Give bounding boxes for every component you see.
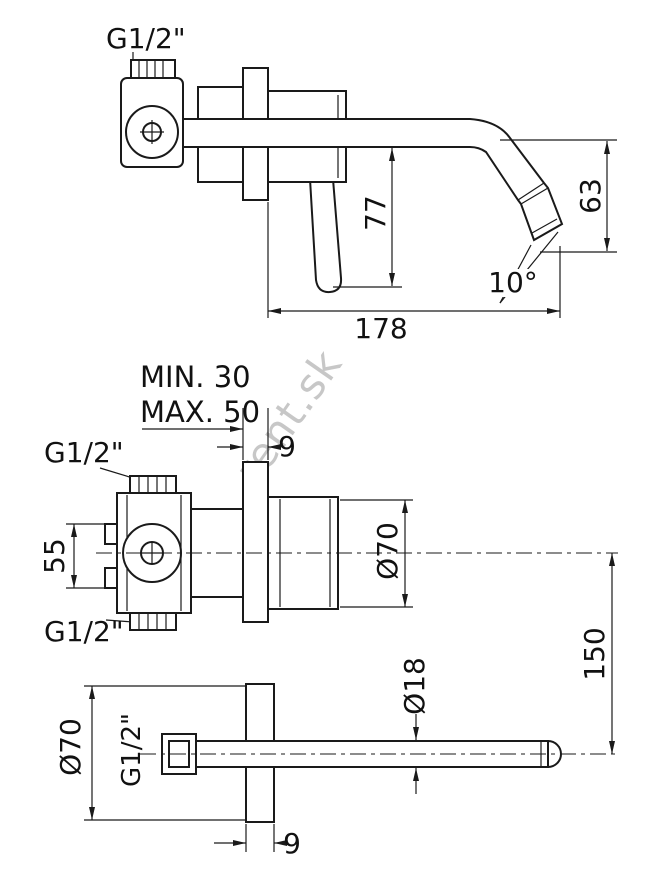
- dim-178-label: 178: [354, 312, 407, 345]
- dim-70-spout: Ø70: [54, 685, 246, 821]
- dim-70-spout-label: Ø70: [54, 718, 87, 776]
- valve-bottom-thread-label: G1/2": [44, 615, 124, 648]
- valve-ear-bottom: [104, 567, 118, 589]
- inlet-centermark: [140, 120, 164, 144]
- aerator-joint-lines: [517, 182, 558, 234]
- dim-150: 150: [578, 553, 615, 754]
- inlet-thread-label: G1/2": [106, 22, 186, 55]
- dim-63: 63: [500, 139, 617, 253]
- dim-9-spout-label: 9: [283, 827, 301, 860]
- thread-hatch-top: [138, 61, 164, 77]
- dim-55-label: 55: [38, 538, 71, 574]
- spout-thread-bore: [168, 740, 190, 768]
- dim-77-label: 77: [359, 195, 392, 231]
- dim-70-valve-label: Ø70: [371, 522, 404, 580]
- min-depth-label: MIN. 30: [140, 360, 251, 394]
- dim-18: Ø18: [398, 657, 431, 794]
- bottom-thread-leader: [105, 619, 134, 623]
- valve-view: 9 Ø70 55 150 G1/2" G1/2": [38, 408, 618, 754]
- inlet-thread-stub: [130, 59, 176, 79]
- dim-77: 77: [333, 148, 402, 288]
- dim-70-valve: Ø70: [340, 499, 413, 608]
- dim-18-label: Ø18: [398, 657, 431, 715]
- dim-9-spout: 9: [214, 824, 301, 860]
- dim-150-label: 150: [578, 627, 611, 680]
- spout-thread-label: G1/2": [117, 713, 147, 787]
- dim-178: 178: [267, 202, 561, 345]
- install-depth-note: MIN. 30 MAX. 50: [140, 360, 260, 432]
- max-depth-label: MAX. 50: [140, 395, 260, 429]
- valve-top-fitting: [129, 475, 177, 494]
- spout-tube: [167, 118, 564, 242]
- dim-9-valve: 9: [217, 408, 296, 463]
- dim-9-valve-label: 9: [278, 430, 296, 463]
- valve-bottom-fitting: [129, 612, 177, 631]
- handle-lever: [308, 178, 343, 294]
- valve-top-thread-label: G1/2": [44, 436, 124, 469]
- dim-63-label: 63: [574, 178, 607, 214]
- dim-55: 55: [38, 523, 105, 589]
- thread-hatch-valve-bottom: [138, 614, 167, 629]
- thread-hatch-valve-top: [138, 477, 167, 492]
- spout-view: Ø70 G1/2" Ø18 9: [54, 657, 618, 860]
- angle-annotation: 10°: [488, 231, 559, 304]
- angle-label: 10°: [488, 266, 538, 299]
- valve-ear-top: [104, 523, 118, 545]
- wall-plate-valve: [242, 461, 269, 623]
- side-view: 77 63 10° 178 G1/2": [106, 22, 617, 345]
